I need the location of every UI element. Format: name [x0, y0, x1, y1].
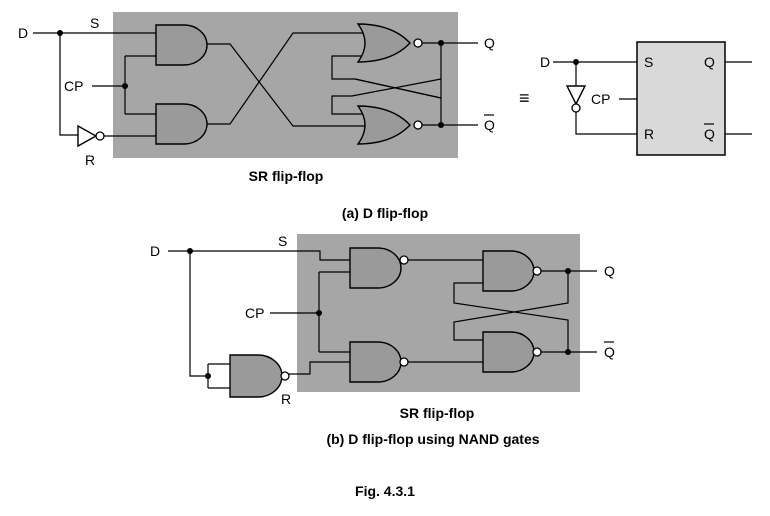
wire-feedback-1-b [453, 271, 569, 341]
nor-bubble-top-a [413, 38, 423, 48]
not-gate-a [77, 124, 98, 148]
not-bubble-a [95, 131, 105, 141]
junction-cp-a [122, 83, 128, 89]
wire-cross-1-a [207, 43, 365, 127]
wire-r-eq [575, 112, 637, 135]
pin-r-eq: R [644, 126, 654, 142]
label-qbar-a: Q [484, 117, 495, 133]
junction-q-b [565, 268, 571, 274]
junction-qbar-a [438, 122, 444, 128]
label-qbar-b: Q [604, 344, 615, 360]
junction-d-a [57, 30, 63, 36]
figure-label: Fig. 4.3.1 [355, 483, 415, 499]
wire-feedback-2-a [354, 78, 442, 125]
label-d-eq: D [540, 54, 550, 70]
nand-gate-top-left-b [349, 247, 402, 289]
wire-r-b [288, 361, 350, 375]
nor-gate-bottom-a [356, 105, 411, 145]
wire-feedback-2-b [453, 282, 569, 352]
nand-bubble-top-right-b [532, 266, 542, 276]
junction-nand-in-b [205, 373, 211, 379]
nand-gate-top-right-b [482, 250, 535, 292]
caption-b: (b) D flip-flop using NAND gates [326, 431, 539, 447]
sr-block-b [297, 234, 580, 392]
pin-s-eq: S [644, 54, 653, 70]
junction-d-eq [573, 59, 579, 65]
and-gate-top-a [155, 24, 208, 66]
wire-d-to-inverter-a [59, 33, 78, 136]
nand-bubble-top-left-b [399, 255, 409, 265]
wire-feedback-1-a [331, 43, 442, 99]
nor-gate-top-a [356, 23, 411, 63]
junction-d-b [187, 248, 193, 254]
label-q-b: Q [604, 263, 615, 279]
wire-feedback-3-a [331, 78, 442, 115]
junction-q-a [438, 40, 444, 46]
nand-gate-bottom-left-b [349, 341, 402, 383]
and-gate-bottom-a [155, 103, 208, 145]
part-b-circuit: D S CP R Q Q SR flip-flop (b) D flip-flo… [150, 233, 615, 447]
nand-bubble-bottom-left-b [399, 357, 409, 367]
pin-q-eq: Q [704, 54, 715, 70]
label-q-a: Q [484, 35, 495, 51]
label-r-a: R [85, 152, 95, 168]
equivalent-symbol: ≡ D CP S R Q Q [519, 41, 752, 156]
label-cp-b: CP [245, 305, 264, 321]
equiv-sign: ≡ [519, 88, 530, 108]
nand-bubble-bottom-right-b [532, 347, 542, 357]
junction-cp-b [316, 310, 322, 316]
label-s-a: S [90, 15, 99, 31]
pin-qbar-eq: Q [704, 126, 715, 142]
label-cp-a: CP [64, 78, 83, 94]
nor-bubble-bottom-a [413, 120, 423, 130]
junction-qbar-b [565, 349, 571, 355]
caption-a: (a) D flip-flop [342, 205, 428, 221]
nand-gate-input-b [229, 354, 283, 398]
label-cp-eq: CP [591, 91, 610, 107]
label-d-a: D [18, 25, 28, 41]
wire-d-down-b [189, 251, 208, 377]
nand-bubble-input-b [280, 371, 290, 381]
wire-nand-in-tie-b [207, 363, 230, 389]
nand-gate-bottom-right-b [482, 331, 535, 373]
part-a-circuit: D S CP R Q Q SR flip-flop (a) D flip-flo… [18, 12, 495, 221]
d-ff-box [636, 41, 726, 156]
sr-caption-b: SR flip-flop [400, 405, 475, 421]
not-gate-eq [565, 85, 587, 106]
label-r-b: R [281, 391, 291, 407]
wire-cross-2-a [207, 32, 365, 125]
wire-d-b [168, 250, 350, 261]
sr-caption-a: SR flip-flop [249, 168, 324, 184]
label-d-b: D [150, 243, 160, 259]
not-bubble-eq [571, 103, 581, 113]
label-s-b: S [278, 233, 287, 249]
